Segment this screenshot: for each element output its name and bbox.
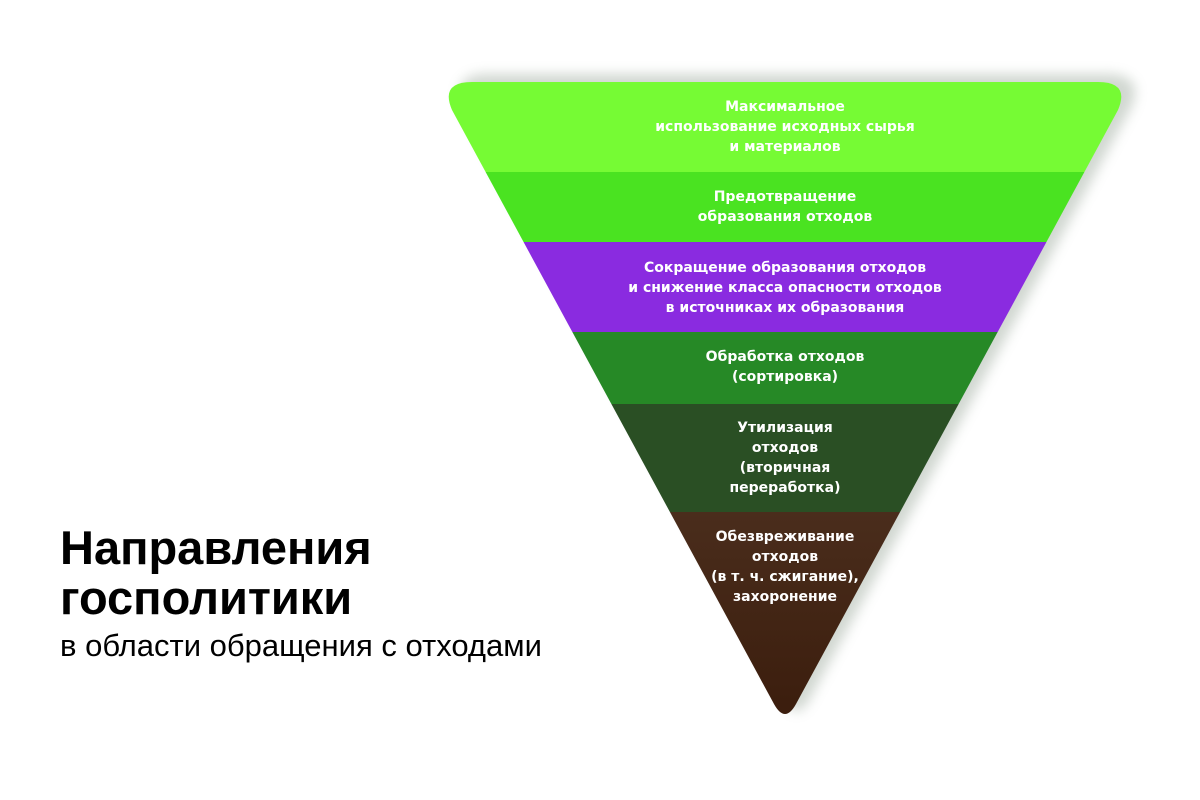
layer-6-label: Обезвреживание отходов (в т. ч. сжигание… [585, 527, 985, 607]
label-line: Сокращение образования отходов [643, 260, 927, 276]
label-line: Максимальное [725, 99, 845, 115]
label-line: (в т. ч. сжигание), [711, 569, 859, 585]
layer-1-label: Максимальное использование исходных сырь… [585, 97, 985, 157]
layer-band-1 [448, 82, 1122, 172]
page-title-line-1: Направления [60, 521, 372, 574]
label-line: Предотвращение [713, 189, 857, 205]
label-line: и материалов [729, 139, 841, 155]
label-line: и снижение класса опасности отходов [628, 280, 942, 296]
label-line: Утилизация [737, 420, 833, 436]
page-subtitle: в области обращения с отходами [60, 628, 542, 663]
label-line: образования отходов [697, 209, 873, 225]
label-line: (сортировка) [731, 369, 839, 385]
label-line: использование исходных сырья [655, 119, 915, 135]
label-line: захоронение [732, 589, 837, 605]
label-line: переработка) [729, 480, 841, 496]
layer-2-label: Предотвращение образования отходов [585, 187, 985, 227]
label-line: Обезвреживание [715, 529, 855, 545]
layer-band-2 [448, 172, 1122, 242]
label-line: отходов [751, 440, 819, 456]
label-line: в источниках их образования [665, 300, 905, 316]
label-line: Обработка отходов [705, 349, 865, 365]
page-title-line-2: госполитики [60, 571, 353, 624]
label-line: отходов [751, 549, 819, 565]
layer-4-label: Обработка отходов (сортировка) [585, 347, 985, 387]
layer-5-label: Утилизация отходов (вторичная переработк… [585, 418, 985, 498]
label-line: (вторичная [739, 460, 831, 476]
layer-3-label: Сокращение образования отходов и снижени… [585, 258, 985, 318]
